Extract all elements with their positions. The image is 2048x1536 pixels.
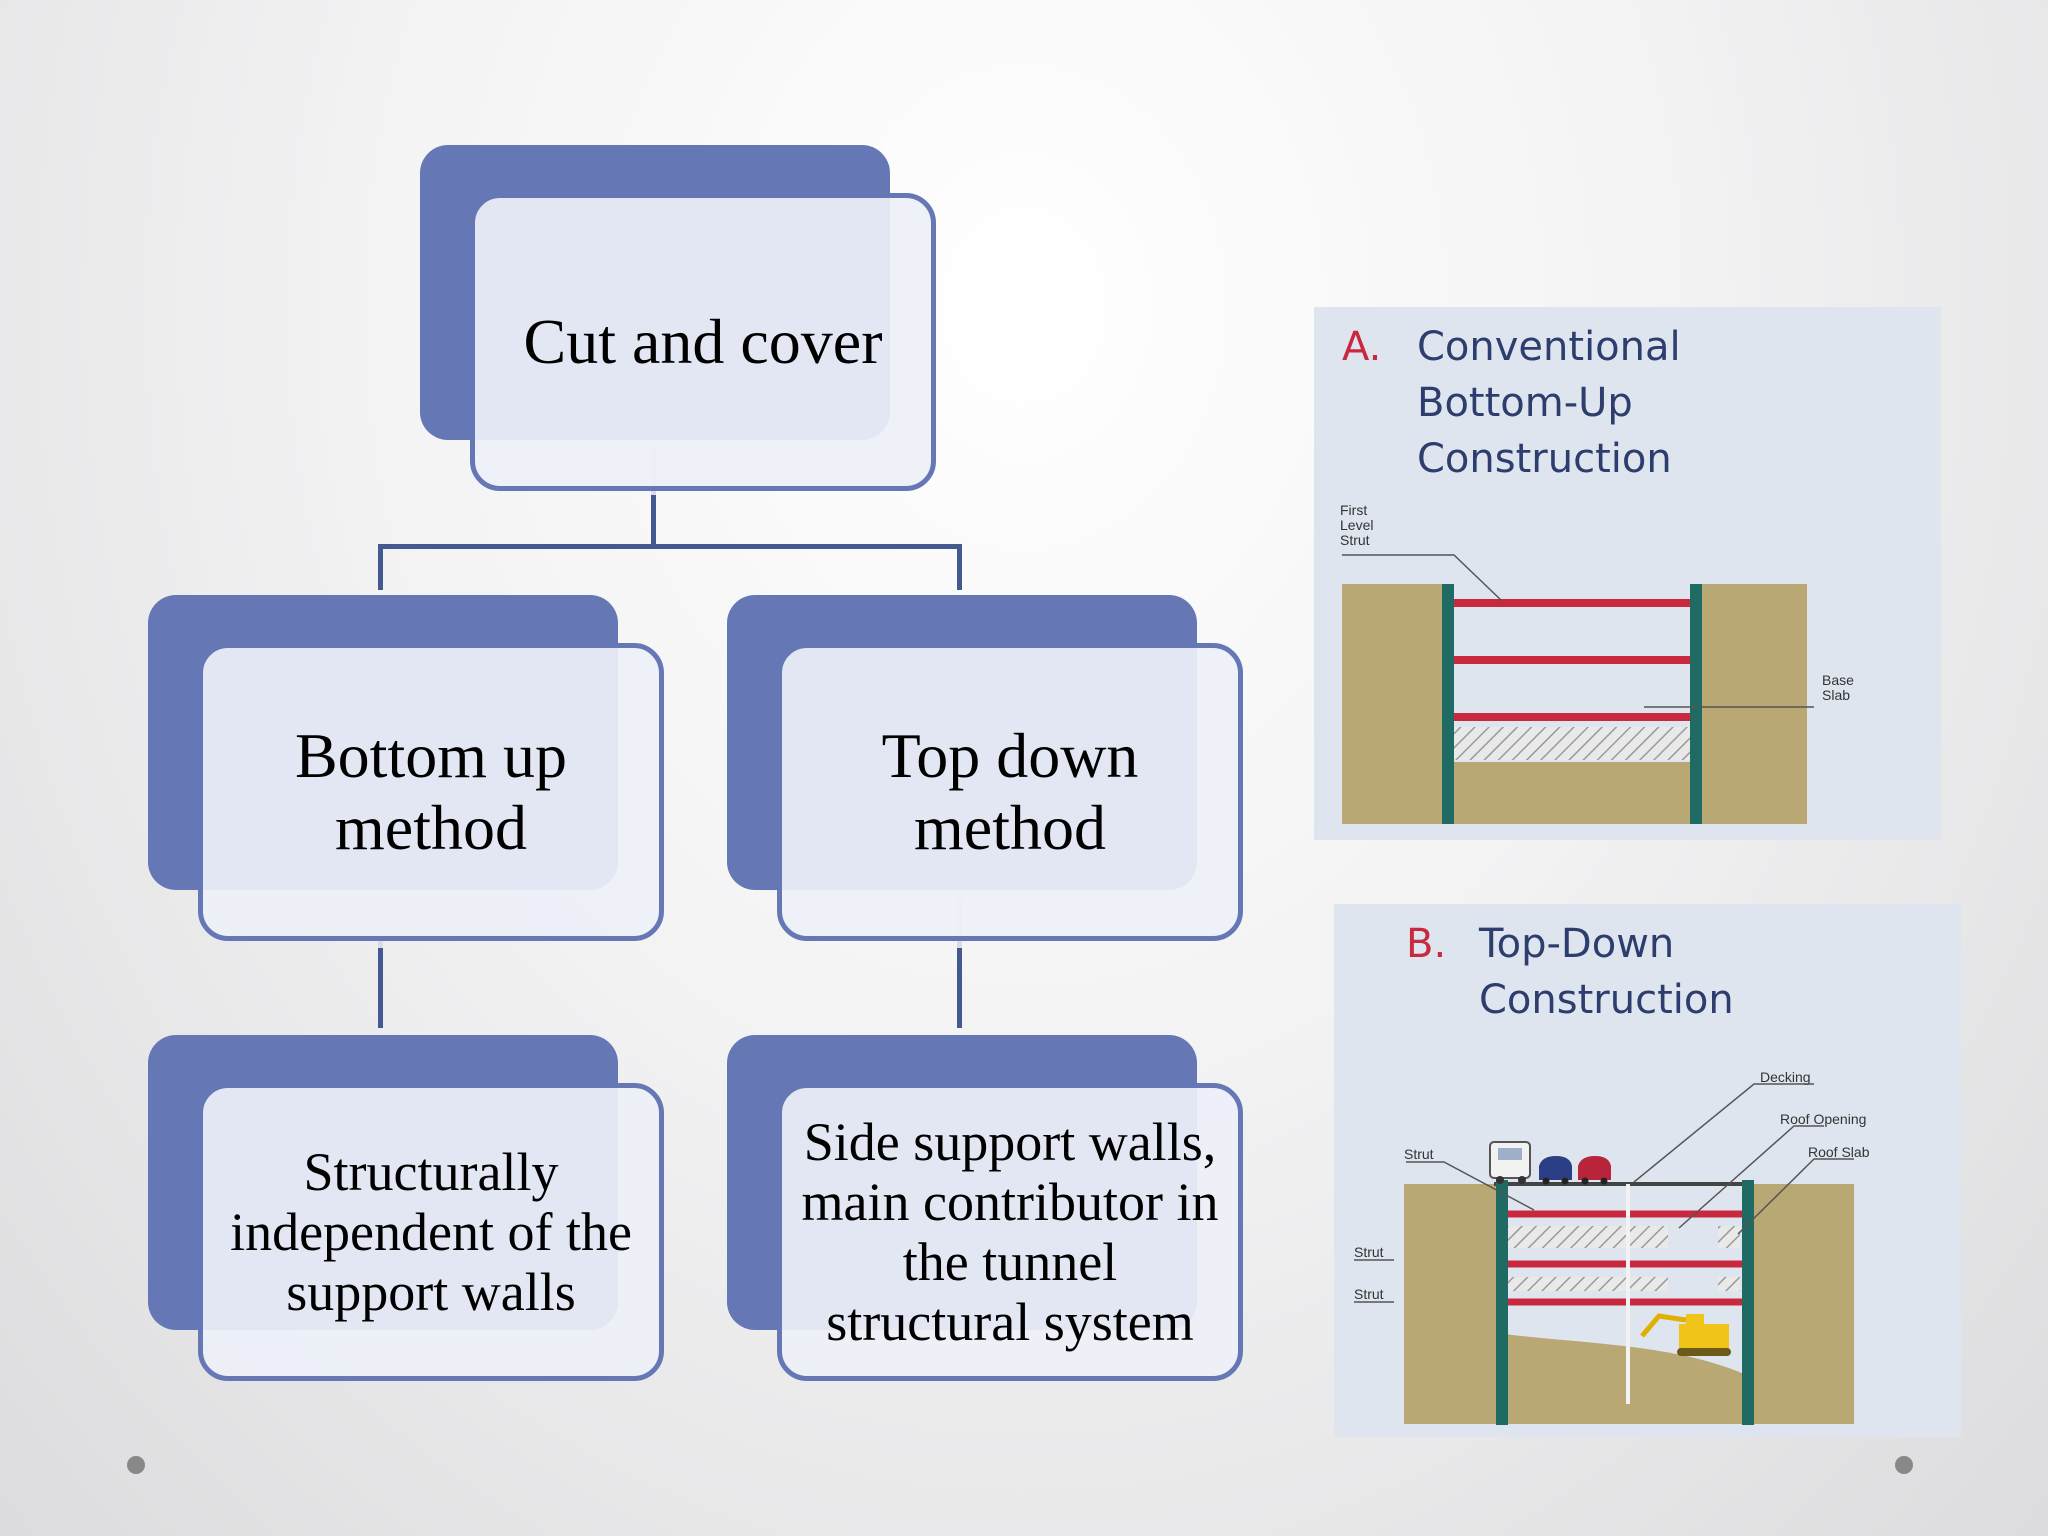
bottom-up-detail-label: Structurally independent of the support … [230,1142,632,1322]
figure-b-wall-left [1496,1180,1508,1425]
figure-b-leader-roof-opening [1678,1125,1824,1229]
figure-a-title-line-1: Conventional [1417,324,1681,370]
connector-right-lower [957,948,962,1028]
blue-car-icon [1539,1156,1572,1185]
connector-left-lower [378,948,383,1028]
label-line: Level [1340,517,1374,533]
figure-b-drawing [1354,1083,1854,1425]
figure-a-title-line-2: Bottom-Up [1417,380,1633,426]
figure-b-leader-decking [1633,1083,1814,1183]
figure-b-slab-mid-right [1718,1277,1740,1291]
figure-b-roof-slab-left [1508,1226,1668,1248]
figure-b-roof-slab-right [1718,1226,1740,1248]
figure-b-label-decking: Decking [1760,1069,1811,1085]
top-down-detail-label: Side support walls, main contributor in … [801,1112,1219,1352]
figure-a-leader-strut [1342,554,1503,602]
slide-dot-left [127,1456,145,1474]
figure-a-drawing [1342,554,1814,824]
figure-b-title-line-2: Construction [1479,977,1734,1023]
truck-icon [1489,1141,1531,1184]
figure-a-letter: A. [1342,324,1382,370]
figure-a-panel: A. Conventional Bottom-Up Construction F… [1314,307,1941,840]
figure-b-leader-roof-slab [1737,1158,1854,1235]
figure-b-label-roof-slab: Roof Slab [1808,1144,1870,1160]
figure-a-wall-right [1690,584,1702,824]
label-line: First [1340,502,1368,518]
excavator-icon [1640,1313,1731,1356]
connector-right-down [957,544,962,590]
red-car-icon [1578,1156,1611,1185]
figure-b-letter: B. [1406,921,1447,967]
root-node-label: Cut and cover [523,306,883,377]
figure-b-title-line-1: Top-Down [1479,921,1675,967]
figure-b-label-roof-opening: Roof Opening [1780,1111,1867,1127]
root-node-box: Cut and cover [470,193,936,491]
label-line: Base [1822,672,1854,688]
connector-root-down [651,495,656,547]
figure-a-label-first-level-strut: First Level Strut [1340,503,1373,548]
figure-b-label-strut-low: Strut [1354,1286,1384,1302]
top-down-node-box: Top down method [777,643,1243,941]
label-line: Strut [1340,532,1370,548]
connector-horizontal [378,544,962,549]
bottom-up-detail-box: Structurally independent of the support … [198,1083,664,1381]
connector-left-down [378,544,383,590]
label-line: Slab [1822,687,1851,703]
figure-a-label-base-slab: Base Slab [1822,673,1854,703]
top-down-node-label: Top down method [881,720,1139,863]
figure-b-slab-mid-left [1508,1277,1668,1291]
figure-b-panel: B. Top-Down Construction Decking Roof Op… [1334,904,1961,1437]
figure-a-wall-left [1442,584,1454,824]
figure-b-label-strut-mid: Strut [1354,1244,1384,1260]
figure-b-label-strut-top: Strut [1404,1146,1434,1162]
bottom-up-node-box: Bottom up method [198,643,664,941]
figure-b-leader-strut-top [1406,1161,1535,1211]
slide-dot-right [1895,1456,1913,1474]
figure-a-title-line-3: Construction [1417,436,1672,482]
bottom-up-node-label: Bottom up method [294,720,568,863]
figure-b-wall-right [1742,1180,1754,1425]
figure-a-base-slab [1452,727,1692,760]
top-down-detail-box: Side support walls, main contributor in … [777,1083,1243,1381]
